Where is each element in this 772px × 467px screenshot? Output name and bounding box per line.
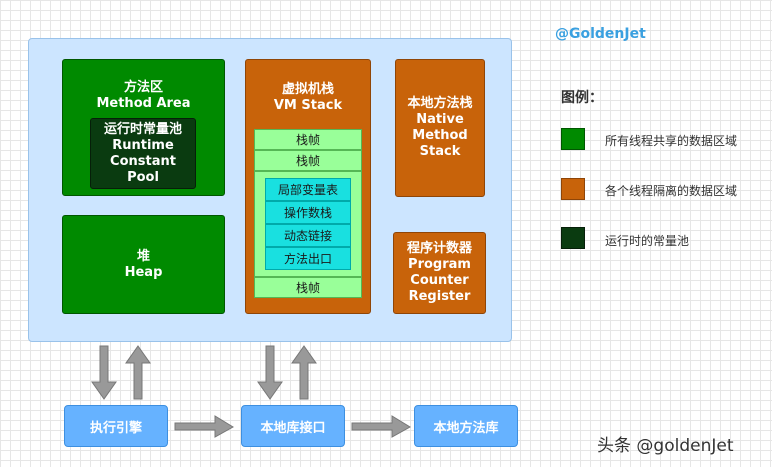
heap-title-cn: 堆 [136,248,150,264]
arrow-right-icon [174,415,234,438]
heap-box: 堆 Heap [62,215,225,314]
legend-title: 图例： [561,90,603,106]
native-stack-line3: Stack [419,144,461,159]
method-area-title-cn: 方法区 [123,80,163,95]
constant-pool-line3: Pool [127,169,159,185]
legend-swatch-shared [561,128,585,150]
operand-stack: 操作数栈 [265,201,351,224]
legend-swatch-constant-pool [561,227,585,249]
watermark: 头条 @goldenJet [597,436,734,456]
pc-line2: Counter [410,273,469,288]
arrow-right-icon [351,415,411,438]
program-counter-box: 程序计数器 Program Counter Register [393,232,486,314]
legend-swatch-isolated [561,178,585,200]
vm-stack-title-en: VM Stack [273,98,343,113]
pc-line1: Program [408,257,471,272]
legend-label-shared: 所有线程共享的数据区域 [605,134,738,148]
stack-frame: 栈帧 [254,277,362,298]
native-stack-line1: Native [416,112,464,127]
author-tag: @GoldenJet [555,26,646,42]
constant-pool-title-cn: 运行时常量池 [103,121,182,137]
native-stack-line2: Method [412,128,468,143]
method-area-title-en: Method Area [96,96,191,111]
native-stack-title-cn: 本地方法栈 [407,96,473,111]
native-interface-box: 本地库接口 [241,405,345,447]
native-method-stack-box: 本地方法栈 Native Method Stack [395,59,485,197]
constant-pool-box: 运行时常量池 Runtime Constant Pool [90,118,196,189]
stack-frame: 栈帧 [254,150,362,171]
dynamic-linking: 动态链接 [265,224,351,247]
arrow-down-icon [91,345,117,400]
constant-pool-line1: Runtime [112,137,174,153]
vm-stack-title-cn: 虚拟机栈 [281,82,334,97]
method-exit: 方法出口 [265,247,351,270]
constant-pool-line2: Constant [110,153,176,169]
arrow-up-icon [125,345,151,400]
native-library-box: 本地方法库 [414,405,518,447]
legend-label-isolated: 各个线程隔离的数据区域 [605,184,738,198]
local-variable-table: 局部变量表 [265,178,351,201]
legend-label-constant-pool: 运行时的常量池 [605,234,690,248]
heap-title-en: Heap [124,264,163,280]
pc-line3: Register [408,289,471,304]
arrow-down-icon [257,345,283,400]
pc-title-cn: 程序计数器 [406,241,472,256]
arrow-up-icon [291,345,317,400]
stack-frame: 栈帧 [254,129,362,150]
execution-engine-box: 执行引擎 [64,405,168,447]
